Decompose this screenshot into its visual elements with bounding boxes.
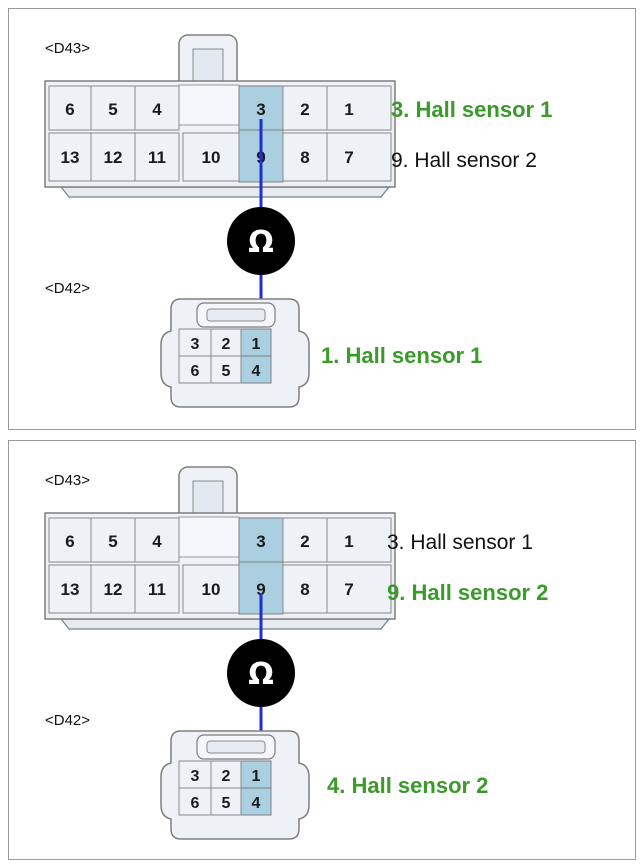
d42-pin-5: 5: [222, 795, 231, 812]
d43-pin-5: 5: [108, 532, 117, 551]
d42-pin-1: 1: [252, 336, 261, 353]
d42-pin-6: 6: [191, 363, 200, 380]
d42-connector-label: <D42>: [45, 280, 90, 297]
d42-pin-1: 1: [252, 768, 261, 785]
d43-pin-8: 8: [300, 148, 309, 167]
d43-pin-2: 2: [300, 100, 309, 119]
measurement-panel-2: <D43> 6 5 4 3 2 1 13 12 11: [8, 440, 636, 860]
d43-connector: [44, 34, 396, 198]
d43-pin3-label: 3. Hall sensor 1: [391, 97, 552, 122]
d43-pin-4: 4: [152, 532, 162, 551]
d43-pin-8: 8: [300, 580, 309, 599]
d43-pin-13: 13: [61, 148, 80, 167]
measurement-panel-1: <D43>: [8, 8, 636, 430]
d42-pin-2: 2: [222, 768, 231, 785]
d43-pin-6: 6: [65, 532, 74, 551]
d42-pin-5: 5: [222, 363, 231, 380]
d43-pin-9: 9: [256, 580, 265, 599]
d43-pin-3: 3: [256, 532, 265, 551]
d42-pin-6: 6: [191, 795, 200, 812]
connector-diagram-2: <D43> 6 5 4 3 2 1 13 12 11: [44, 466, 548, 840]
d42-pin-4: 4: [252, 795, 261, 812]
d43-pin-4: 4: [152, 100, 162, 119]
d43-connector: [44, 466, 396, 630]
d43-pin-5: 5: [108, 100, 117, 119]
d43-pin-10: 10: [202, 580, 221, 599]
ohm-meter-icon: Ω: [227, 639, 295, 707]
d43-connector-label: <D43>: [45, 40, 90, 57]
d43-pin-11: 11: [148, 148, 166, 167]
d42-connector: [160, 298, 310, 408]
d42-pin-3: 3: [191, 336, 200, 353]
d43-pin9-label: 9. Hall sensor 2: [387, 580, 548, 605]
d43-pin-11: 11: [148, 580, 166, 599]
d42-connector: [160, 730, 310, 840]
connector-diagram-1: <D43>: [44, 34, 552, 408]
d43-pin-7: 7: [344, 148, 353, 167]
d43-pin-12: 12: [104, 580, 123, 599]
d43-pin-10: 10: [202, 148, 221, 167]
d42-pin-3: 3: [191, 768, 200, 785]
d42-connector-label: <D42>: [45, 712, 90, 729]
d42-pin-label: 1. Hall sensor 1: [321, 343, 482, 368]
d43-pin3-label: 3. Hall sensor 1: [387, 531, 533, 554]
ohm-meter-icon: Ω: [227, 207, 295, 275]
ohm-symbol: Ω: [248, 225, 274, 260]
d43-pin-12: 12: [104, 148, 123, 167]
d42-pin-4: 4: [252, 363, 261, 380]
d43-pin-6: 6: [65, 100, 74, 119]
d42-pin-label: 4. Hall sensor 2: [327, 773, 488, 798]
d43-pin-1: 1: [344, 532, 353, 551]
d43-pin-1: 1: [344, 100, 353, 119]
d43-connector-label: <D43>: [45, 472, 90, 489]
d43-pin9-label: 9. Hall sensor 2: [391, 149, 537, 172]
d43-pin-3: 3: [256, 100, 265, 119]
d43-pin-2: 2: [300, 532, 309, 551]
d42-pin-2: 2: [222, 336, 231, 353]
ohm-symbol: Ω: [248, 657, 274, 692]
d43-pin-13: 13: [61, 580, 80, 599]
d43-pin-7: 7: [344, 580, 353, 599]
